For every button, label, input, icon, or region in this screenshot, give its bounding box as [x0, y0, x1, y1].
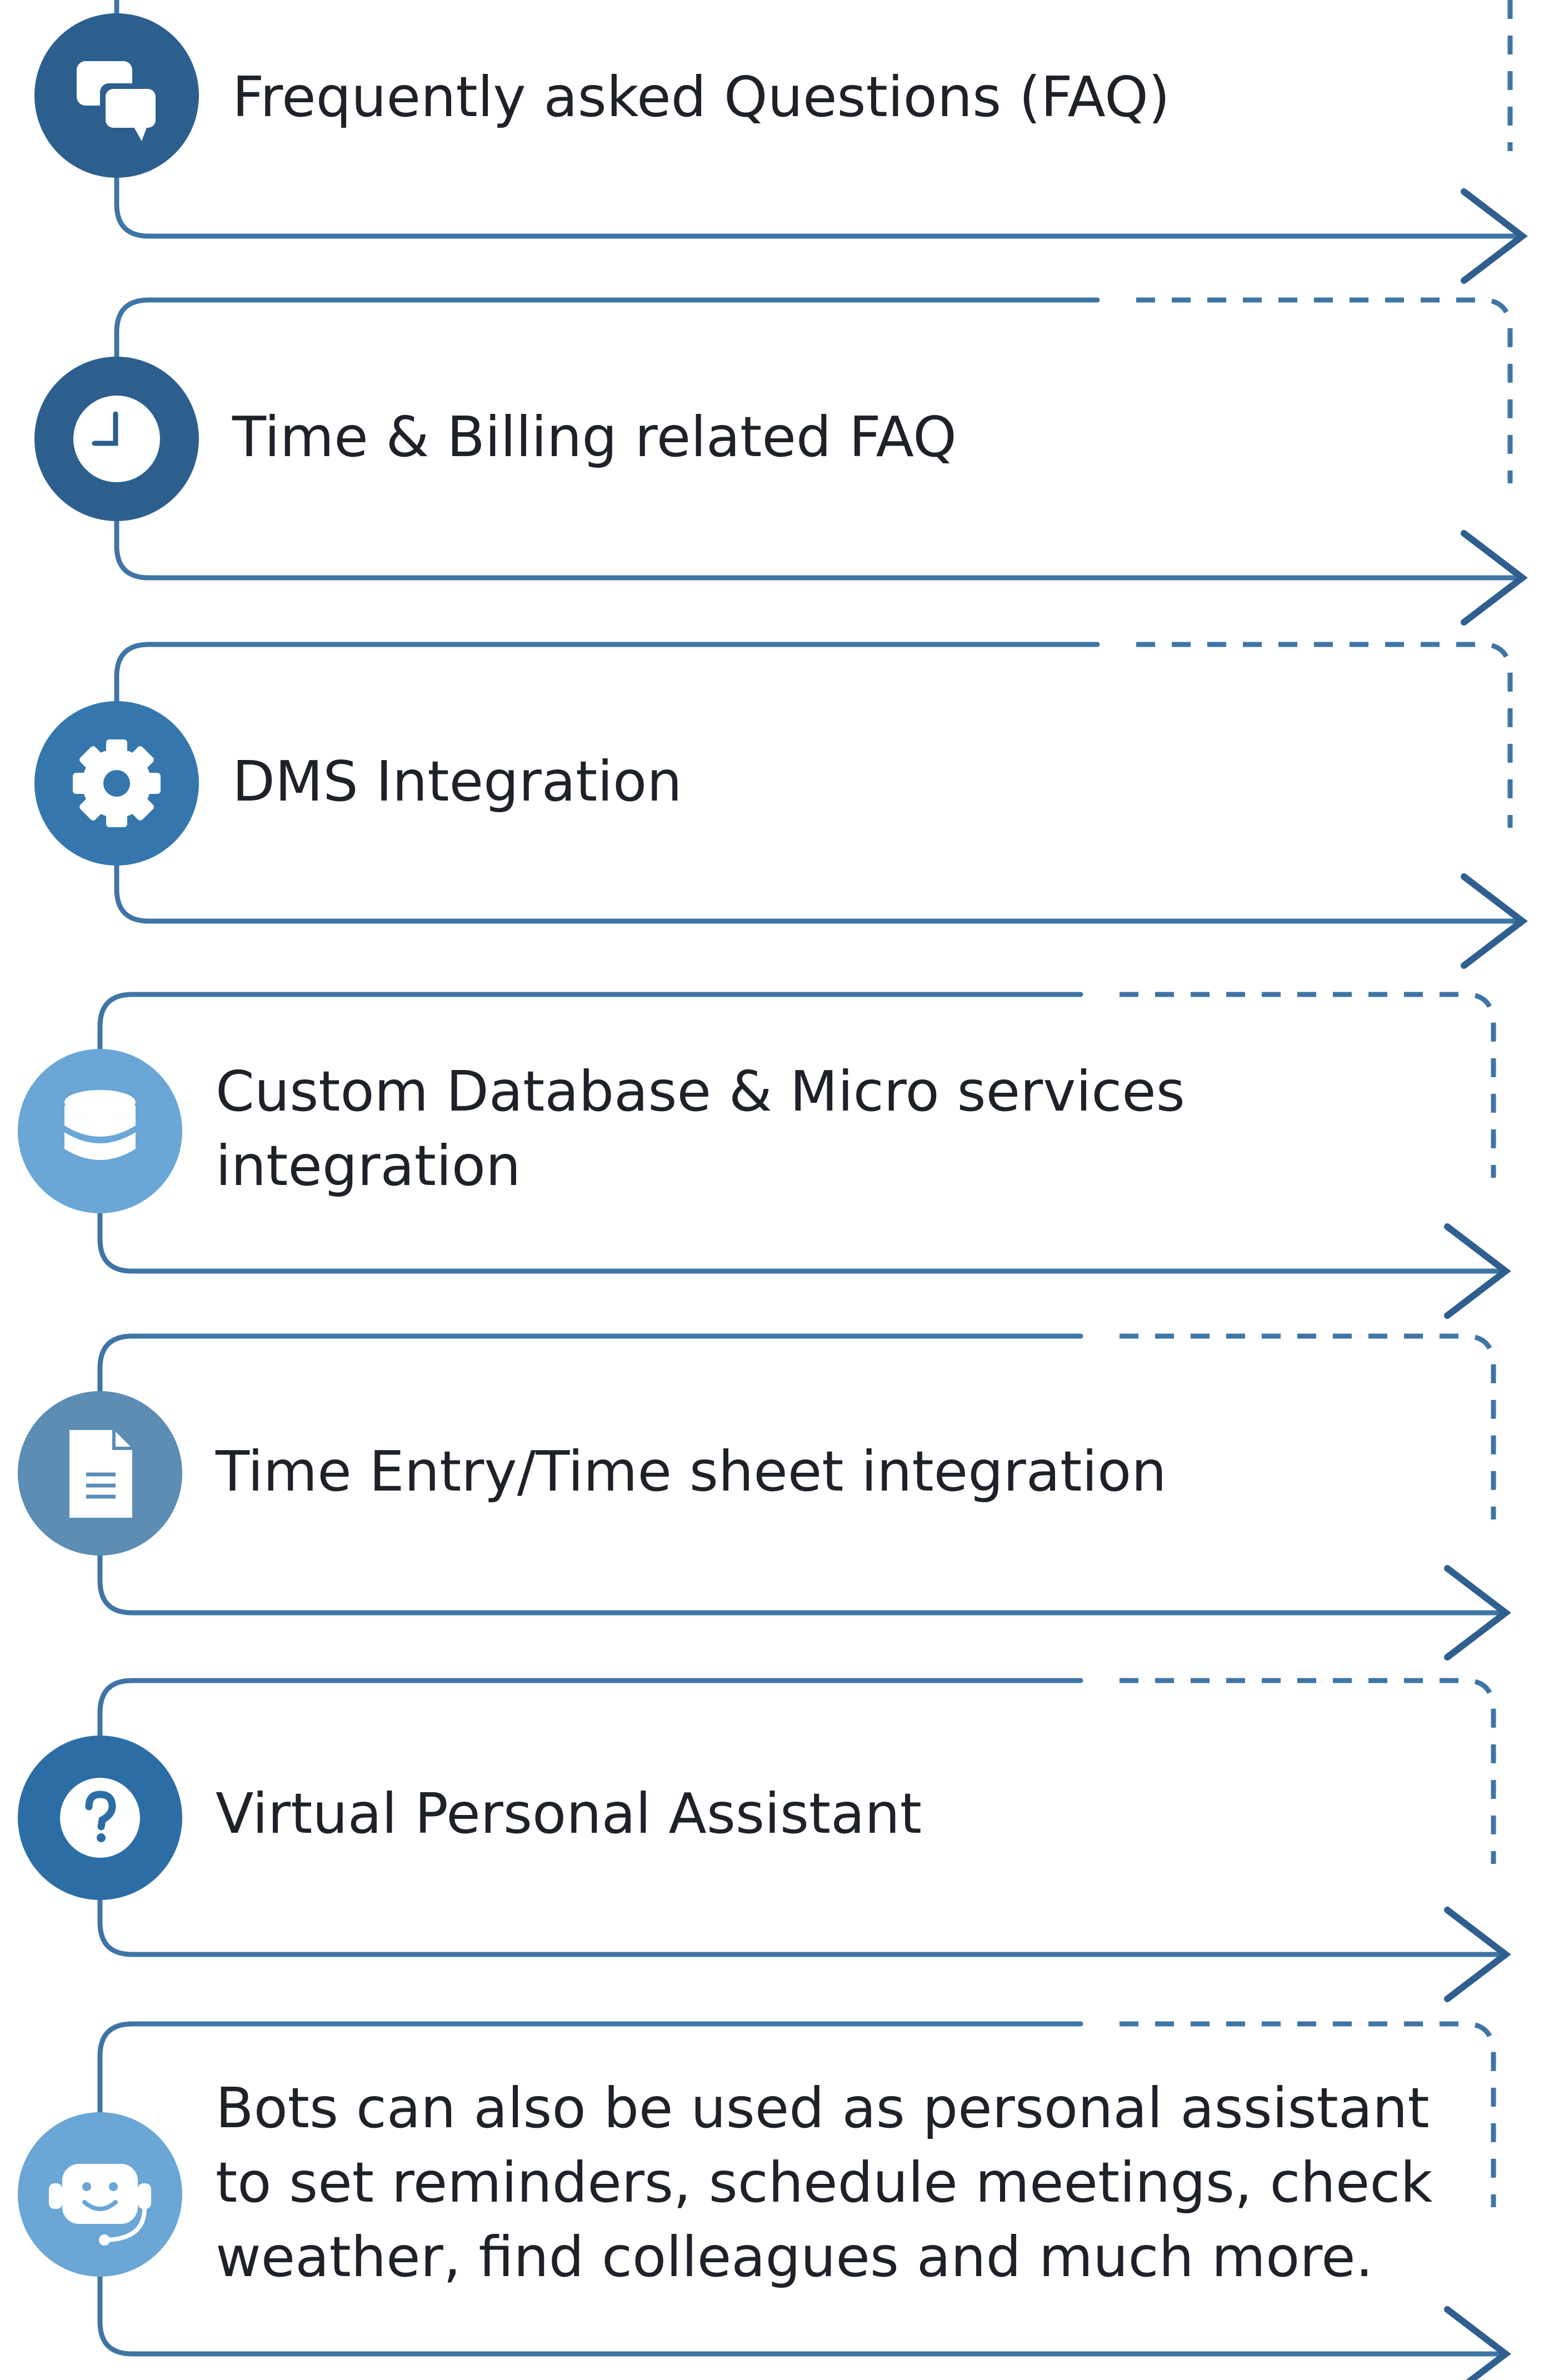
item-text-custom-db: Custom Database & Micro services integra… — [216, 1059, 1185, 1198]
connector-bottom-3 — [114, 863, 1520, 924]
item-text-dms: DMS Integration — [232, 749, 682, 814]
connector-top-5 — [97, 1333, 1083, 1394]
item-text-vpa: Virtual Personal Assistant — [216, 1781, 922, 1846]
connector-top-4 — [97, 992, 1083, 1052]
dashed-link-3 — [1136, 642, 1513, 828]
connector-bottom-7 — [97, 2274, 1503, 2357]
document-icon — [18, 1391, 182, 1556]
connector-bottom-2 — [114, 518, 1520, 581]
arrowhead-6 — [1444, 1907, 1511, 2002]
bot-headset-icon — [18, 2112, 182, 2277]
arrowhead-7 — [1444, 2306, 1511, 2380]
item-text-time-billing: Time & Billing related FAQ — [232, 404, 957, 469]
connector-top-6 — [97, 1678, 1083, 1738]
arrowhead-2 — [1461, 530, 1528, 626]
connector-bottom-5 — [97, 1553, 1503, 1616]
dashed-link-4 — [1120, 992, 1496, 1178]
item-text-faq: Frequently asked Questions (FAQ) — [232, 64, 1170, 129]
item-text-bots: Bots can also be used as personal assist… — [216, 2076, 1433, 2289]
dashed-link-7 — [1120, 2021, 1496, 2207]
chat-bubbles-icon — [34, 13, 199, 178]
clock-icon — [34, 357, 199, 521]
dashed-link-2 — [1136, 297, 1513, 483]
gear-icon — [34, 701, 199, 866]
item-text-time-entry: Time Entry/Time sheet integration — [216, 1439, 1167, 1504]
dashed-link-5 — [1120, 1333, 1496, 1519]
connector-top-3 — [114, 642, 1100, 704]
connector-top-7 — [97, 2021, 1083, 2115]
arrowhead-5 — [1444, 1565, 1511, 1661]
question-icon — [18, 1736, 182, 1900]
arrowhead-1 — [1461, 188, 1528, 284]
arrowhead-3 — [1461, 873, 1528, 969]
database-icon — [18, 1049, 182, 1213]
dashed-link-6 — [1120, 1678, 1496, 1864]
arrowhead-4 — [1444, 1223, 1511, 1319]
connector-bottom-6 — [97, 1897, 1503, 1957]
connector-bottom-4 — [97, 1211, 1503, 1274]
connector-bottom-1 — [114, 175, 1520, 239]
connector-top-2 — [114, 297, 1100, 359]
